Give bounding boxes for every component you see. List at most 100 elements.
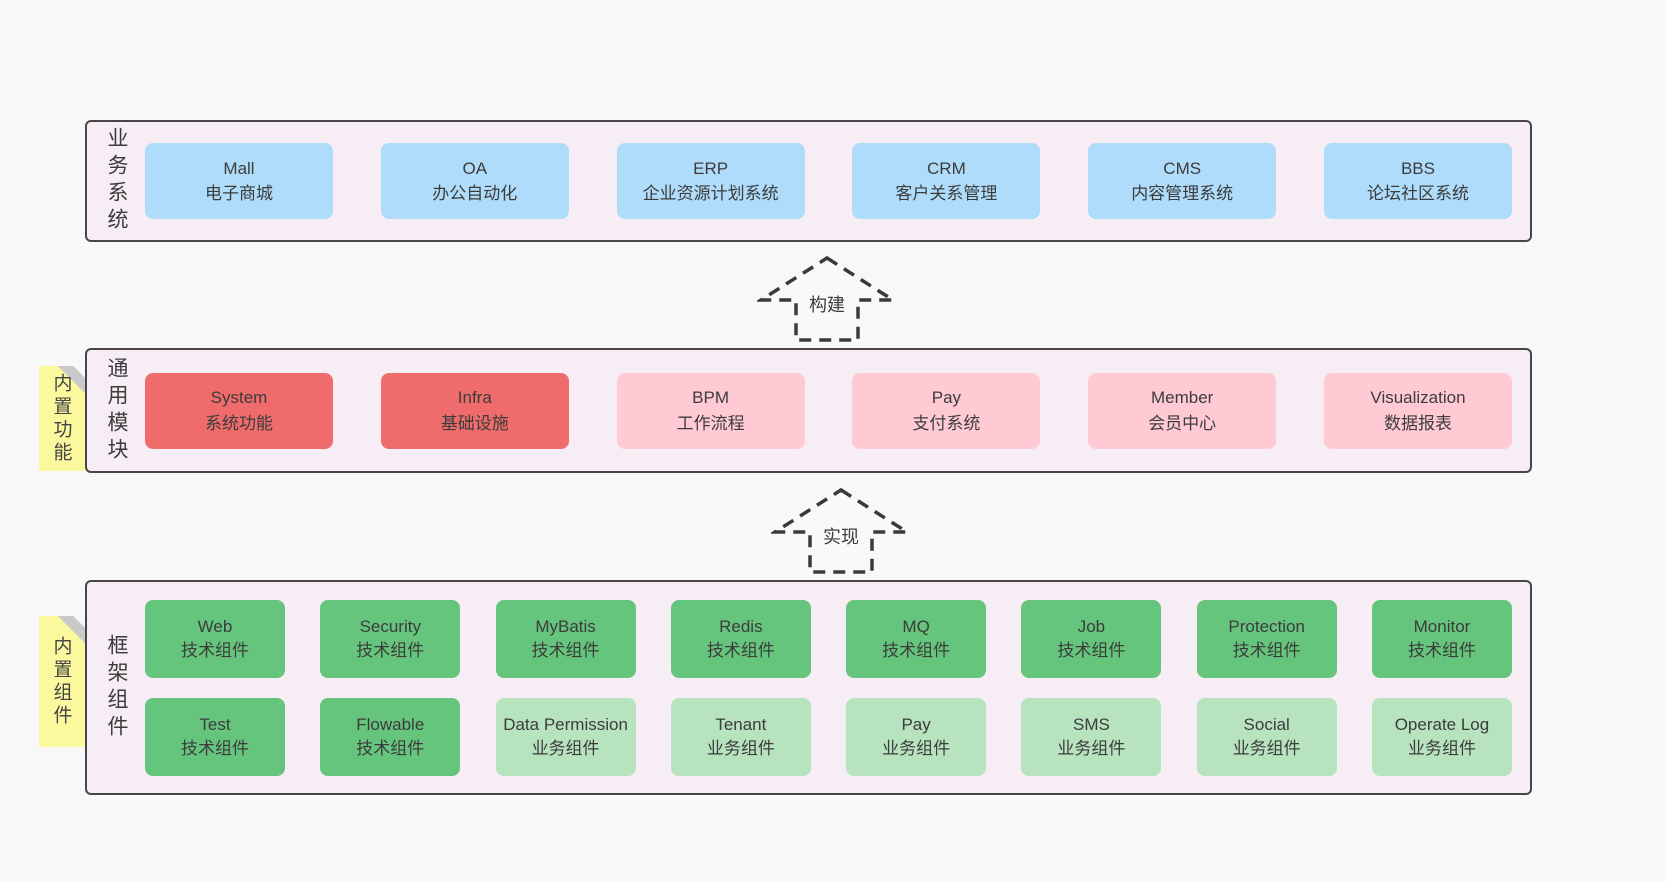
module-box-operate-log: Operate Log 业务组件 [1371, 697, 1512, 776]
module-title: Test [199, 715, 231, 735]
module-subtitle: 技术组件 [181, 640, 249, 660]
module-box-pay: Pay 业务组件 [846, 697, 987, 776]
module-title: CMS [1163, 158, 1202, 178]
module-title: BPM [692, 388, 730, 407]
module-box-test: Test 技术组件 [145, 697, 285, 776]
module-title: MQ [902, 617, 930, 637]
arrow-build: 构建 [757, 255, 897, 343]
module-subtitle: 基础设施 [440, 413, 509, 433]
sticky-note-builtin-components: 内置组件 [39, 616, 89, 747]
module-subtitle: 技术组件 [1232, 640, 1301, 660]
module-box-infra: Infra 基础设施 [380, 372, 569, 449]
module-subtitle: 技术组件 [1407, 640, 1476, 660]
module-subtitle: 技术组件 [356, 738, 425, 758]
module-subtitle: 电子商城 [205, 184, 273, 203]
module-box-system: System 系统功能 [145, 372, 333, 449]
module-subtitle: 论坛社区系统 [1366, 184, 1469, 203]
module-box-social: Social 业务组件 [1196, 697, 1337, 776]
module-title: Tenant [715, 715, 767, 735]
module-subtitle: 技术组件 [706, 640, 775, 660]
module-title: SMS [1072, 715, 1110, 735]
module-subtitle: 支付系统 [912, 413, 981, 433]
module-subtitle: 工作流程 [676, 413, 745, 433]
layer-label-components: 框架组件 [87, 582, 145, 793]
module-box-erp: ERP 企业资源计划系统 [616, 143, 805, 219]
module-box-bbs: BBS 论坛社区系统 [1323, 143, 1512, 219]
module-title: Data Permission [503, 715, 628, 735]
module-title: Job [1077, 617, 1106, 637]
module-box-mall: Mall 电子商城 [145, 143, 333, 219]
module-subtitle: 技术组件 [1057, 640, 1126, 660]
sticky-note-text: 内置组件 [50, 635, 72, 728]
arrow-build-label: 构建 [805, 291, 849, 317]
module-box-bpm: BPM 工作流程 [616, 372, 805, 449]
module-subtitle: 办公自动化 [432, 184, 518, 203]
module-subtitle: 业务组件 [1057, 738, 1126, 758]
module-title: CRM [927, 158, 966, 178]
module-subtitle: 客户关系管理 [895, 184, 998, 203]
module-subtitle: 技术组件 [882, 640, 951, 660]
module-title: ERP [693, 158, 729, 178]
module-subtitle: 业务组件 [1232, 738, 1301, 758]
module-title: Pay [931, 388, 962, 407]
module-title: System [210, 388, 268, 407]
arrow-implement: 实现 [771, 487, 911, 575]
module-box-data-permission: Data Permission 业务组件 [495, 697, 636, 776]
module-title: Monitor [1413, 617, 1471, 637]
module-title: Member [1151, 388, 1214, 407]
module-subtitle: 业务组件 [882, 738, 951, 758]
layer-label-text: 通用模块 [105, 356, 128, 465]
module-box-mq: MQ 技术组件 [846, 599, 987, 678]
sticky-note-text: 内置功能 [50, 372, 72, 465]
module-subtitle: 业务组件 [1407, 738, 1476, 758]
module-box-sms: SMS 业务组件 [1021, 697, 1162, 776]
module-box-tenant: Tenant 业务组件 [670, 697, 811, 776]
module-subtitle: 系统功能 [205, 413, 273, 433]
module-box-security: Security 技术组件 [320, 599, 461, 678]
module-box-protection: Protection 技术组件 [1196, 599, 1337, 678]
module-title: Protection [1228, 617, 1305, 637]
module-box-oa: OA 办公自动化 [380, 143, 569, 219]
layer-label-text: 框架组件 [105, 633, 128, 742]
module-title: Redis [719, 617, 763, 637]
module-box-web: Web 技术组件 [145, 599, 285, 678]
module-title: Web [197, 617, 233, 637]
module-title: Security [359, 617, 421, 637]
module-box-crm: CRM 客户关系管理 [852, 143, 1041, 219]
module-subtitle: 技术组件 [356, 640, 425, 660]
module-title: MyBatis [535, 617, 596, 637]
module-title: Mall [223, 158, 255, 178]
module-title: Infra [457, 388, 492, 407]
module-title: Visualization [1370, 388, 1466, 407]
module-subtitle: 会员中心 [1148, 413, 1217, 433]
module-boxes: System 系统功能 Infra 基础设施 BPM 工作流程 Pay 支付系统 Member 会… [145, 350, 1512, 471]
module-subtitle: 业务组件 [531, 738, 600, 758]
module-row: System 系统功能 Infra 基础设施 BPM 工作流程 Pay 支付系统 Member 会… [145, 372, 1512, 449]
module-subtitle: 数据报表 [1383, 413, 1452, 433]
module-box-monitor: Monitor 技术组件 [1371, 599, 1512, 678]
module-box-redis: Redis 技术组件 [670, 599, 811, 678]
layer-common-modules: 通用模块 System 系统功能 Infra 基础设施 BPM 工作流程 Pay 支付系统 Me… [85, 348, 1532, 473]
module-title: Social [1243, 715, 1290, 735]
module-title: Operate Log [1394, 715, 1490, 735]
module-box-member: Member 会员中心 [1088, 372, 1277, 449]
arrow-implement-label: 实现 [819, 523, 863, 549]
module-title: OA [462, 158, 488, 178]
module-box-visualization: Visualization 数据报表 [1323, 372, 1512, 449]
module-subtitle: 业务组件 [706, 738, 775, 758]
module-box-pay: Pay 支付系统 [852, 372, 1041, 449]
module-title: Pay [901, 715, 931, 735]
module-subtitle: 技术组件 [181, 738, 249, 758]
module-subtitle: 企业资源计划系统 [642, 184, 779, 203]
module-title: BBS [1400, 158, 1435, 178]
